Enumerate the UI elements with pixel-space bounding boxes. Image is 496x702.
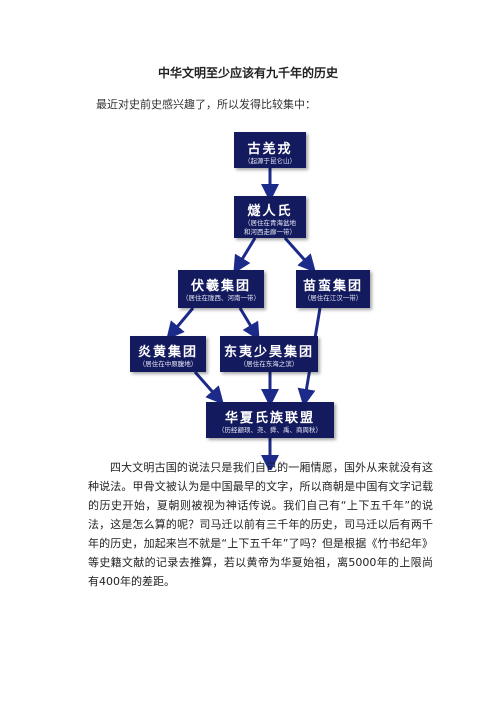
node-fu-xi-sub: （居住在陇西、河南一带）	[182, 294, 260, 302]
node-yan-huang: 炎黄集团 （居住在中原腹地）	[130, 336, 206, 372]
node-yan-huang-name: 炎黄集团	[137, 345, 198, 360]
node-sui-ren-sub: （居住在青海盆地 和河西走廊一带）	[244, 219, 296, 236]
node-dong-yi-name: 东夷少昊集团	[223, 345, 314, 360]
node-gu-qiang: 古羌戎 （起源于昆仑山）	[234, 132, 306, 168]
node-sui-ren-name: 燧人氏	[247, 204, 293, 219]
arrow-suiren-miaoman	[283, 237, 316, 273]
arrow-yanhuang-huaxia	[193, 371, 224, 405]
node-yan-huang-sub: （居住在中原腹地）	[138, 360, 198, 368]
node-gu-qiang-name: 古羌戎	[247, 142, 293, 157]
body-paragraph-text: 四大文明古国的说法只是我们自己的一厢情愿，国外从来就没有这种说法。甲骨文被认为是…	[88, 461, 433, 588]
node-miao-man: 苗蛮集团 （居住在江汉一带）	[296, 270, 370, 308]
arrow-fuxi-dongyi	[238, 307, 260, 341]
node-sui-ren: 燧人氏 （居住在青海盆地 和河西走廊一带）	[234, 196, 306, 238]
intro-text: 最近对史前史感兴趣了，所以发得比较集中：	[96, 98, 316, 111]
node-fu-xi: 伏羲集团 （居住在陇西、河南一带）	[178, 270, 264, 308]
lineage-diagram: 古羌戎 （起源于昆仑山） 燧人氏 （居住在青海盆地 和河西走廊一带） 伏羲集团 …	[130, 132, 370, 470]
node-gu-qiang-sub: （起源于昆仑山）	[244, 157, 296, 165]
arrow-suiren-fuxi	[233, 237, 257, 274]
body-paragraph: 四大文明古国的说法只是我们自己的一厢情愿，国外从来就没有这种说法。甲骨文被认为是…	[88, 458, 433, 591]
node-dong-yi-sub: （居住在东海之滨）	[239, 360, 299, 368]
page-title: 中华文明至少应该有九千年的历史	[157, 66, 338, 80]
arrow-fuxi-yanhuang	[166, 307, 195, 340]
node-miao-man-name: 苗蛮集团	[302, 279, 363, 294]
node-miao-man-sub: （居住在江汉一带）	[303, 294, 363, 302]
node-hua-xia: 华夏氏族联盟 （历经颛顼、尧、舜、禹、商周秋）	[206, 402, 334, 438]
node-fu-xi-name: 伏羲集团	[190, 279, 251, 294]
node-hua-xia-name: 华夏氏族联盟	[224, 411, 315, 426]
node-hua-xia-sub: （历经颛顼、尧、舜、禹、商周秋）	[218, 426, 322, 434]
node-dong-yi: 东夷少昊集团 （居住在东海之滨）	[220, 336, 318, 372]
